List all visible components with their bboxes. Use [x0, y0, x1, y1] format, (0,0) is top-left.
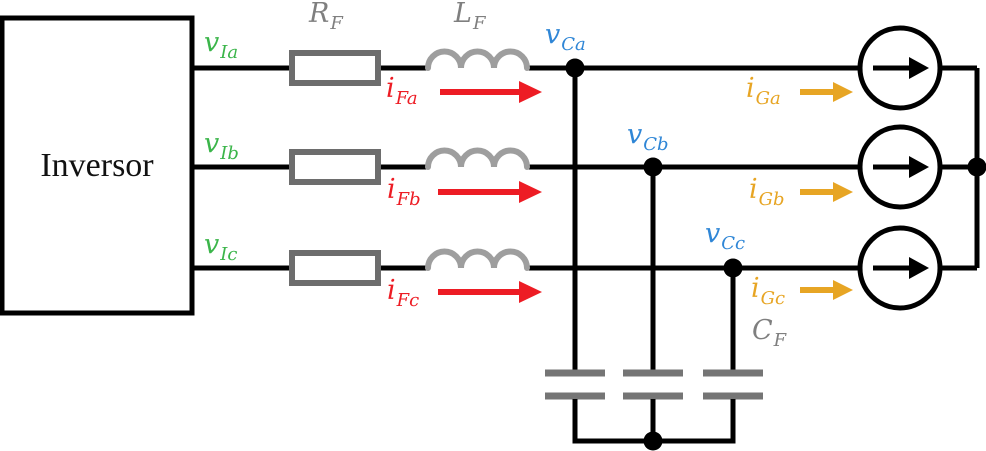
current-source-b	[857, 124, 943, 210]
label-vca: vCa	[545, 19, 586, 55]
node-vcc	[723, 258, 743, 278]
inductor-lf-b	[425, 147, 530, 170]
inverter-title: Inversor	[2, 18, 192, 313]
igb-arrow	[800, 182, 853, 202]
label-igc: iGc	[751, 273, 786, 309]
current-source-a	[857, 25, 943, 111]
resistor-rf-a	[289, 50, 381, 86]
capacitor-cf-b	[623, 369, 683, 400]
label-vcc: vCc	[705, 218, 746, 254]
inverter-box	[0, 15, 195, 316]
node-vcb	[643, 157, 663, 177]
inductor-lf-a	[425, 48, 530, 71]
label-ifc: iFc	[387, 275, 420, 311]
neutral-node	[643, 431, 663, 451]
resistor-rf-c	[289, 250, 381, 286]
igc-arrow	[800, 280, 853, 300]
ifc-arrow	[438, 281, 542, 303]
iga-arrow	[800, 82, 853, 102]
node-vca	[565, 58, 585, 78]
ifb-arrow	[438, 181, 542, 203]
current-source-c	[857, 225, 943, 311]
right-bus-node	[967, 157, 986, 177]
inverter-title-text: Inversor	[40, 146, 154, 184]
label-iga: iGa	[746, 73, 781, 109]
capacitor-cf-c	[703, 369, 763, 400]
label-cf: CF	[752, 315, 787, 351]
label-vic: vIc	[204, 229, 238, 265]
label-via: vIa	[204, 27, 239, 63]
label-lf: LF	[454, 0, 486, 34]
label-vib: vIb	[204, 128, 239, 164]
capacitor-cf-a	[545, 369, 605, 400]
label-ifa: iFa	[386, 73, 418, 109]
label-vcb: vCb	[627, 119, 669, 155]
label-igb: iGb	[749, 174, 785, 210]
inductor-lf-c	[425, 248, 530, 271]
label-rf: RF	[309, 0, 343, 34]
resistor-rf-b	[289, 149, 381, 185]
ifa-arrow	[440, 81, 542, 103]
label-ifb: iFb	[387, 174, 421, 210]
